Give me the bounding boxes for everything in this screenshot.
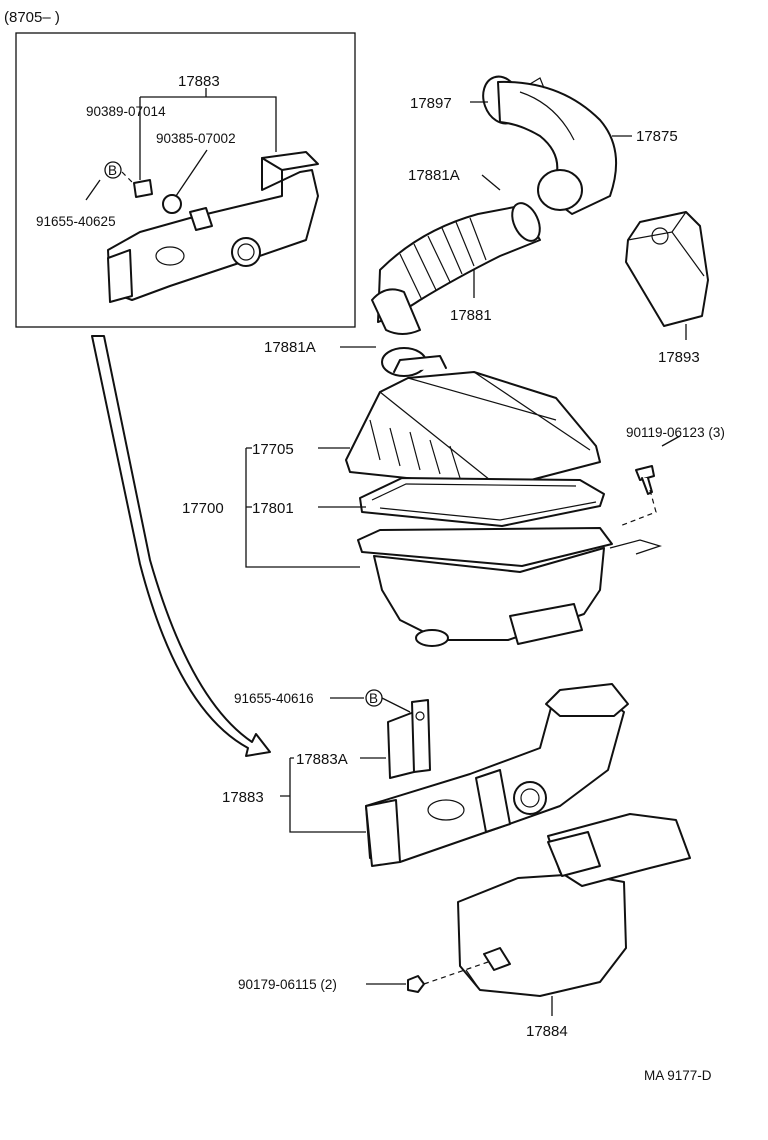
label-17881A-top: 17881A bbox=[408, 167, 460, 184]
air-cleaner-cap-17705 bbox=[345, 355, 601, 489]
bracket-17883A bbox=[387, 699, 431, 779]
diagram-code: MA 9177-D bbox=[644, 1068, 712, 1083]
label-17705: 17705 bbox=[252, 441, 294, 458]
bolt-90385-label: 90385-07002 bbox=[156, 131, 236, 146]
inset-intake-duct bbox=[107, 151, 319, 303]
leader-17700-bracket bbox=[245, 447, 366, 568]
bolt-90389-label: 90389-07014 bbox=[86, 104, 166, 119]
clip-91655-40625-label: 91655-40625 bbox=[36, 214, 116, 229]
inset-leaders bbox=[85, 88, 277, 201]
leader-17883-bracket bbox=[280, 757, 386, 833]
label-90119: 90119-06123 (3) bbox=[626, 425, 725, 440]
label-91655-40616: 91655-40616 bbox=[234, 691, 314, 706]
bolt-90119 bbox=[619, 465, 657, 527]
resonator-17884 bbox=[457, 813, 691, 997]
resonator-17893 bbox=[625, 211, 709, 327]
label-17700: 17700 bbox=[182, 500, 224, 517]
label-17875: 17875 bbox=[636, 128, 678, 145]
air-cleaner-case bbox=[357, 527, 662, 647]
lower-b-marker: B bbox=[365, 689, 383, 707]
inset-frame bbox=[15, 32, 356, 328]
leader-91655-40616 bbox=[330, 697, 411, 713]
label-17881A-bottom: 17881A bbox=[264, 339, 316, 356]
intake-duct-17883 bbox=[365, 683, 629, 867]
model-range-label: (8705– ) bbox=[4, 9, 60, 26]
inset-b-marker: B bbox=[104, 161, 122, 179]
label-17884: 17884 bbox=[526, 1023, 568, 1040]
label-17881: 17881 bbox=[450, 307, 492, 324]
leader-90119 bbox=[661, 435, 681, 447]
label-17801: 17801 bbox=[252, 500, 294, 517]
svg-text:B: B bbox=[108, 163, 117, 178]
bolt-90179 bbox=[407, 961, 489, 993]
label-17893: 17893 bbox=[658, 349, 700, 366]
air-hose-17881 bbox=[371, 202, 541, 377]
label-17883: 17883 bbox=[222, 789, 264, 806]
label-90179: 90179-06115 (2) bbox=[238, 977, 337, 992]
label-17897: 17897 bbox=[410, 95, 452, 112]
air-hose-17875 bbox=[482, 75, 618, 215]
label-17883A: 17883A bbox=[296, 751, 348, 768]
leader-17881A-top bbox=[481, 174, 501, 191]
air-filter-17801 bbox=[359, 477, 605, 527]
svg-text:B: B bbox=[369, 691, 378, 706]
assembly-arrow bbox=[91, 335, 271, 757]
inset-17883-label: 17883 bbox=[178, 73, 220, 90]
